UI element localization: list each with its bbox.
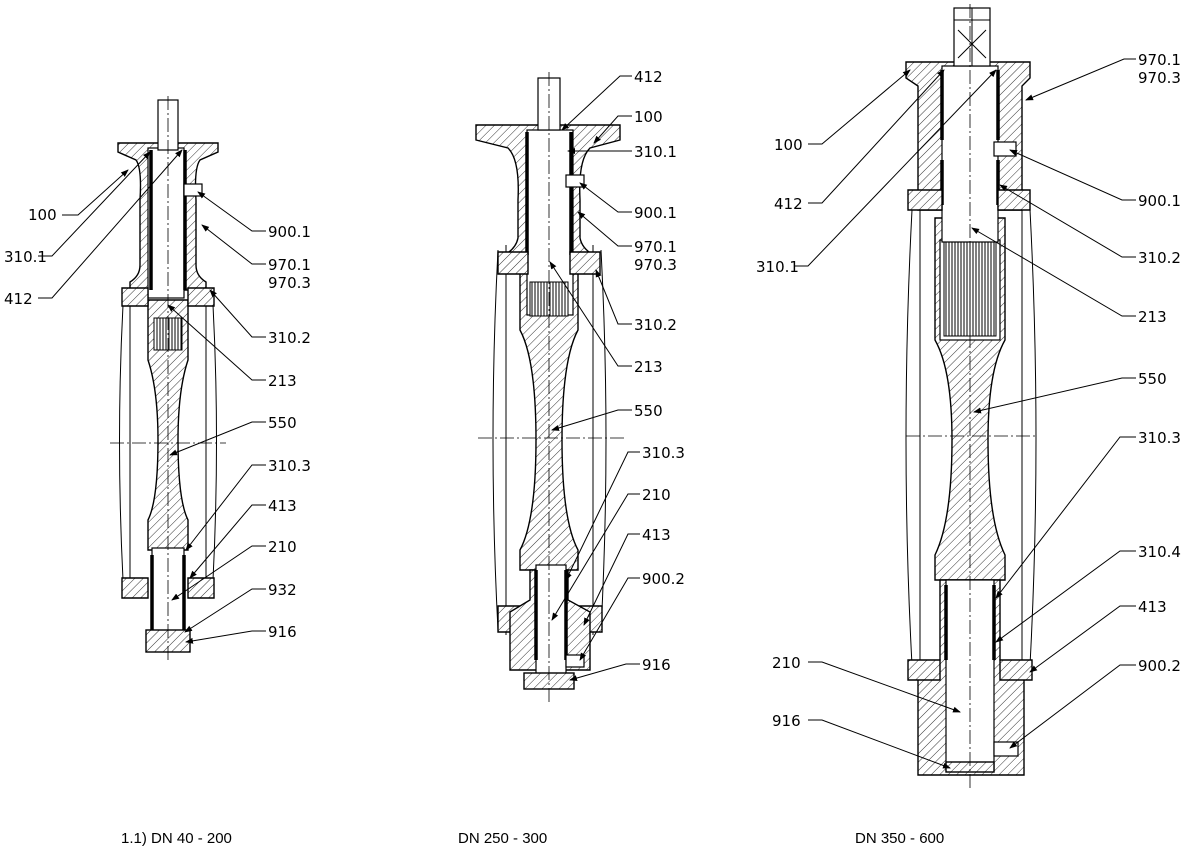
label-100: 100 xyxy=(28,206,57,224)
caption-dn40-200: 1.1) DN 40 - 200 xyxy=(121,830,232,847)
label-213: 213 xyxy=(634,358,663,376)
label-970-3: 970.3 xyxy=(1138,69,1181,87)
label-916: 916 xyxy=(642,656,671,674)
label-310-1: 310.1 xyxy=(756,258,799,276)
label-412: 412 xyxy=(634,68,663,86)
label-916: 916 xyxy=(772,712,801,730)
label-210: 210 xyxy=(642,486,671,504)
label-970-3: 970.3 xyxy=(268,274,311,292)
shaft-213 xyxy=(147,147,185,299)
label-932: 932 xyxy=(268,581,297,599)
label-310-3: 310.3 xyxy=(268,457,311,475)
shaft-210 xyxy=(535,564,567,676)
label-100: 100 xyxy=(774,136,803,154)
label-900-2: 900.2 xyxy=(1138,657,1181,675)
label-550: 550 xyxy=(1138,370,1167,388)
label-310-2: 310.2 xyxy=(1138,249,1181,267)
label-550: 550 xyxy=(634,402,663,420)
label-100: 100 xyxy=(634,108,663,126)
label-310-3: 310.3 xyxy=(642,444,685,462)
label-412: 412 xyxy=(4,290,33,308)
view-dn250-300: 412 100 310.1 900.1 970.1 970.3 310.2 21… xyxy=(475,68,685,702)
label-310-1: 310.1 xyxy=(4,248,47,266)
label-413: 413 xyxy=(642,526,671,544)
label-550: 550 xyxy=(268,414,297,432)
label-970-1: 970.1 xyxy=(634,238,677,256)
label-900-2: 900.2 xyxy=(642,570,685,588)
label-970-1: 970.1 xyxy=(1138,51,1181,69)
label-900-1: 900.1 xyxy=(268,223,311,241)
view-dn350-600: 100 412 310.1 210 916 970.1 970.3 900.1 … xyxy=(756,4,1181,790)
label-970-1: 970.1 xyxy=(268,256,311,274)
caption-dn350-600: DN 350 - 600 xyxy=(855,830,945,847)
label-310-2: 310.2 xyxy=(634,316,677,334)
caption-dn250-300: DN 250 - 300 xyxy=(458,830,548,847)
label-213: 213 xyxy=(1138,308,1167,326)
label-900-1: 900.1 xyxy=(634,204,677,222)
label-413: 413 xyxy=(1138,598,1167,616)
label-213: 213 xyxy=(268,372,297,390)
label-210: 210 xyxy=(268,538,297,556)
label-900-1: 900.1 xyxy=(1138,192,1181,210)
view-dn40-200: 100 310.1 412 900.1 970.1 970.3 310.2 21… xyxy=(4,96,311,662)
label-210: 210 xyxy=(772,654,801,672)
label-310-3: 310.3 xyxy=(1138,429,1181,447)
label-310-2: 310.2 xyxy=(268,329,311,347)
label-310-4: 310.4 xyxy=(1138,543,1181,561)
label-413: 413 xyxy=(268,497,297,515)
label-970-3: 970.3 xyxy=(634,256,677,274)
label-310-1: 310.1 xyxy=(634,143,677,161)
label-916: 916 xyxy=(268,623,297,641)
label-412: 412 xyxy=(774,195,803,213)
